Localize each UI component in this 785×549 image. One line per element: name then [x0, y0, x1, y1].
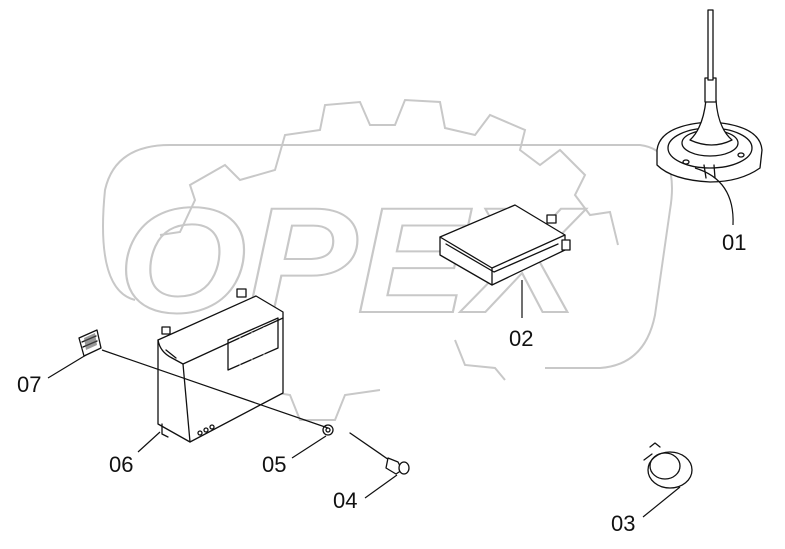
- bolt-icon: [349, 432, 410, 475]
- callout-04: 04: [333, 488, 357, 513]
- part-05-washer: 05: [262, 424, 334, 477]
- clamp-ring-icon: [643, 442, 693, 489]
- part-02-module: 02: [439, 204, 571, 351]
- callout-05: 05: [262, 452, 286, 477]
- callout-02: 02: [509, 326, 533, 351]
- part-03-clamp: 03: [611, 442, 693, 536]
- part-04-bolt: 04: [333, 432, 410, 513]
- part-01-antenna: 01: [656, 9, 763, 255]
- part-06-radio: 06: [101, 288, 329, 477]
- callout-01: 01: [722, 230, 746, 255]
- callout-03: 03: [611, 511, 635, 536]
- watermark-gear-outline-lower: [249, 339, 506, 421]
- callout-06: 06: [109, 452, 133, 477]
- radio-unit-icon: [157, 288, 284, 443]
- module-box-icon: [439, 204, 571, 286]
- antenna-icon: [656, 9, 763, 183]
- label-plate-icon: [78, 329, 102, 357]
- watermark-swoosh: [102, 144, 673, 369]
- callout-07: 07: [17, 372, 41, 397]
- watermark-gear-outline: [159, 98, 619, 246]
- part-07-label: 07: [17, 329, 102, 397]
